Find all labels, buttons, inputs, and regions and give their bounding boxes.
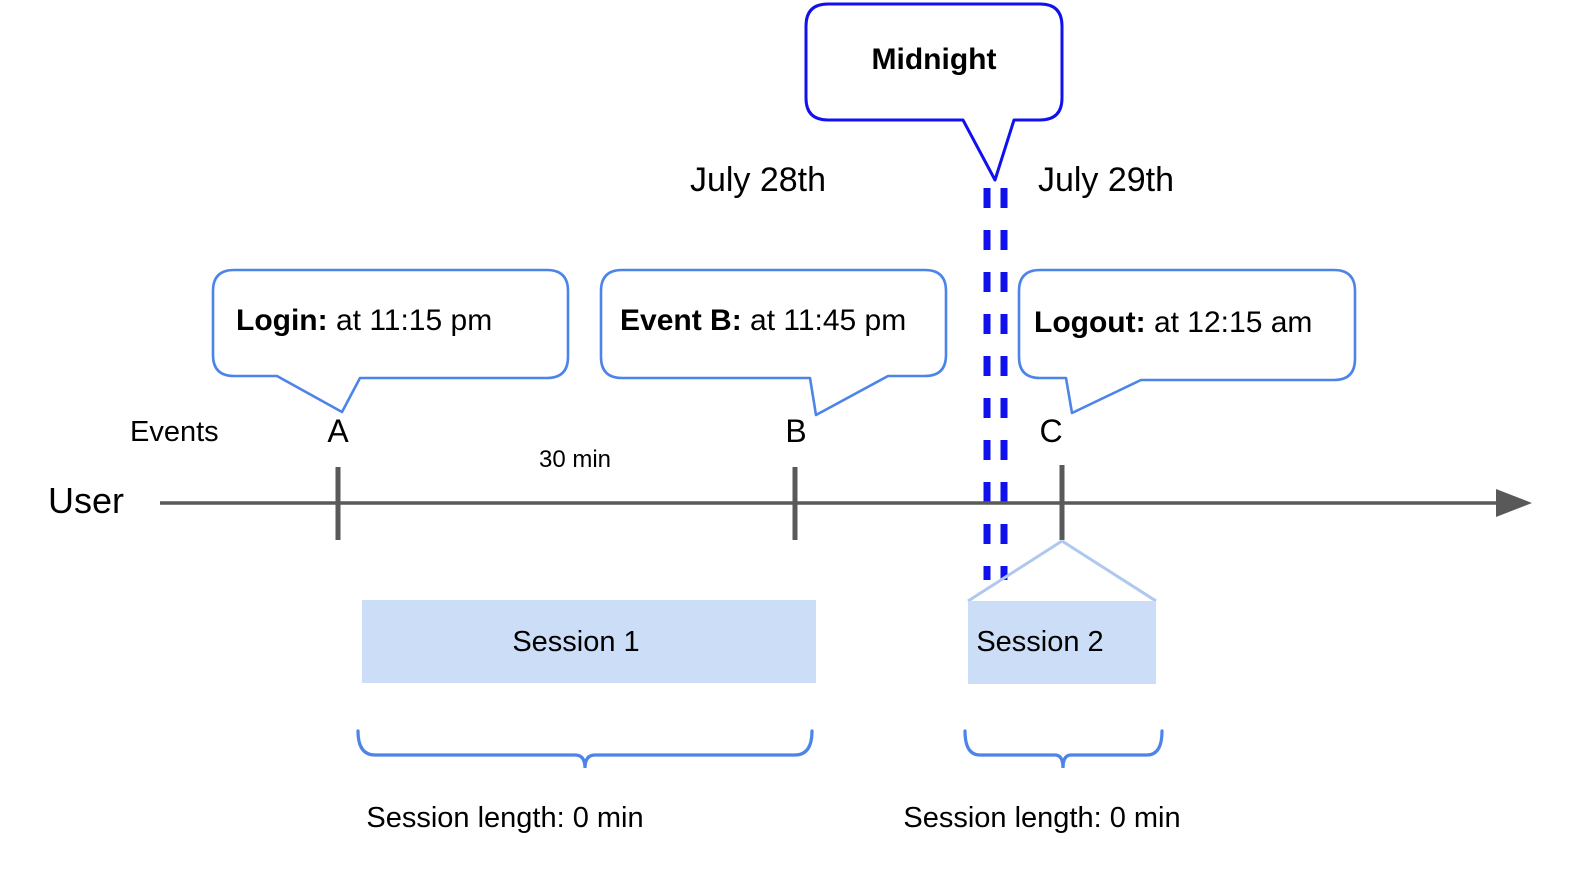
gap-duration-label: 30 min — [538, 446, 612, 473]
logout-callout-rest: at 12:15 am — [1145, 306, 1313, 339]
login-callout-shape — [211, 268, 570, 414]
session-1-brace — [356, 729, 814, 769]
user-axis-label: User — [48, 480, 125, 521]
midnight-dashed-lines — [983, 188, 1008, 580]
login-callout-rest: at 11:15 pm — [327, 304, 493, 337]
events-row-label: Events — [130, 416, 219, 448]
event-letter-a: A — [327, 413, 349, 449]
eventb-callout-rest: at 11:45 pm — [741, 304, 907, 337]
eventb-callout-shape — [599, 268, 948, 417]
session-1-bar — [362, 600, 816, 683]
eventb-callout-bold: Event B: — [620, 304, 742, 337]
event-letter-c: C — [1039, 413, 1063, 449]
session2-connector-lines — [967, 539, 1157, 603]
login-callout-bold: Login: — [236, 304, 328, 337]
login-callout-text: Login: at 11:15 pm — [236, 304, 492, 338]
session-2-bar — [968, 601, 1156, 684]
session-2-brace — [963, 729, 1164, 769]
date-label-july-29: July 29th — [1037, 161, 1175, 199]
event-letter-b: B — [785, 413, 807, 449]
timeline-axis — [160, 489, 1532, 517]
session-2-length-label: Session length: 0 min — [903, 802, 1181, 834]
logout-callout-shape — [1017, 268, 1357, 415]
event-tick-marks — [335, 465, 1065, 540]
session-1-length-label: Session length: 0 min — [366, 802, 644, 834]
session-2-label: Session 2 — [976, 626, 1104, 658]
midnight-callout-shape — [804, 2, 1064, 182]
midnight-label: Midnight — [871, 43, 997, 76]
logout-callout-text: Logout: at 12:15 am — [1034, 306, 1312, 340]
logout-callout-bold: Logout: — [1034, 306, 1146, 339]
session-1-label: Session 1 — [512, 626, 640, 658]
eventb-callout-text: Event B: at 11:45 pm — [620, 304, 906, 338]
date-label-july-28: July 28th — [689, 161, 827, 199]
